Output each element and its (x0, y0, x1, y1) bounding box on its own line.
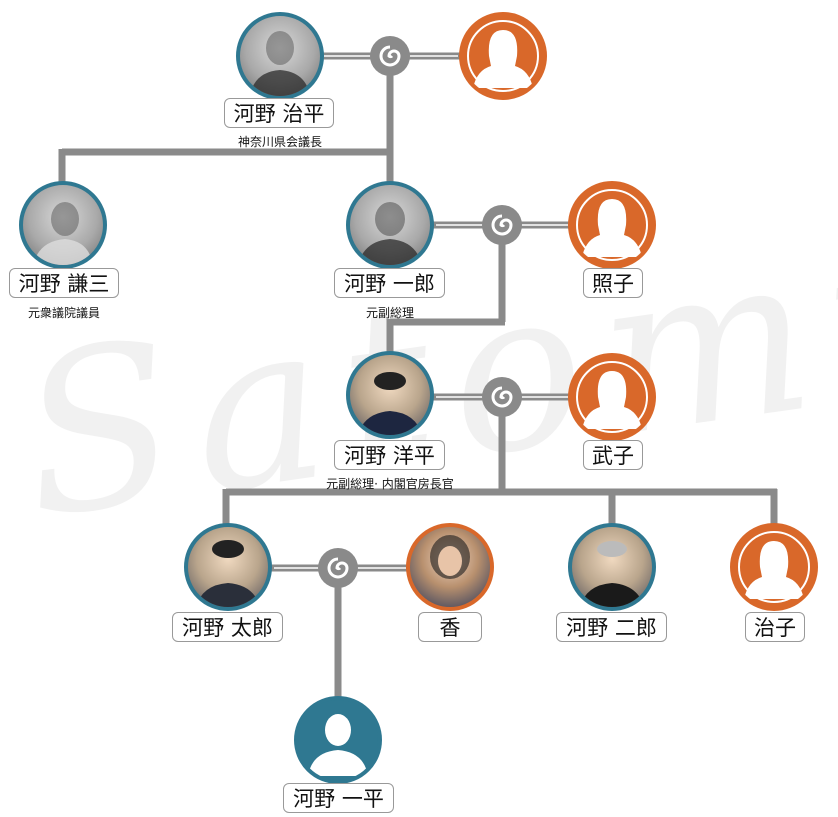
placeholder-female-avatar-icon[interactable] (568, 353, 656, 441)
portrait-jihei[interactable] (236, 12, 324, 100)
name-label: 河野 謙三 (9, 268, 119, 298)
placeholder-female-avatar-icon[interactable] (459, 12, 547, 100)
name-label: 河野 一平 (283, 783, 394, 813)
name-label: 河野 太郎 (172, 612, 283, 642)
name-label: 香 (418, 612, 482, 642)
marriage-ring-icon (482, 205, 522, 245)
marriage-ring-icon (482, 377, 522, 417)
title-text: 元副総理· 内閣官房長官 (326, 477, 454, 491)
name-label: 河野 二郎 (556, 612, 667, 642)
portrait-kaori[interactable] (406, 523, 494, 611)
name-label: 河野 治平 (224, 98, 334, 128)
title-text: 元副総理 (365, 306, 414, 320)
title-text: 神奈川県会議長 (237, 135, 322, 149)
placeholder-male-avatar-icon[interactable] (294, 696, 382, 784)
name-label: 河野 一郎 (334, 268, 445, 298)
name-label: 河野 洋平 (334, 440, 445, 470)
marriage-ring-icon (318, 548, 358, 588)
portrait-kenzo[interactable] (19, 181, 107, 269)
placeholder-female-avatar-icon[interactable] (730, 523, 818, 611)
name-label: 治子 (745, 612, 805, 642)
marriage-ring-icon (370, 36, 410, 76)
name-label: 照子 (583, 268, 643, 298)
portrait-jiro[interactable] (568, 523, 656, 611)
portrait-yohei[interactable] (346, 351, 434, 439)
portrait-ichiro[interactable] (346, 181, 434, 269)
portrait-taro[interactable] (184, 523, 272, 611)
name-label: 武子 (583, 440, 643, 470)
title-text: 元衆議院議員 (27, 306, 100, 320)
placeholder-female-avatar-icon[interactable] (568, 181, 656, 269)
